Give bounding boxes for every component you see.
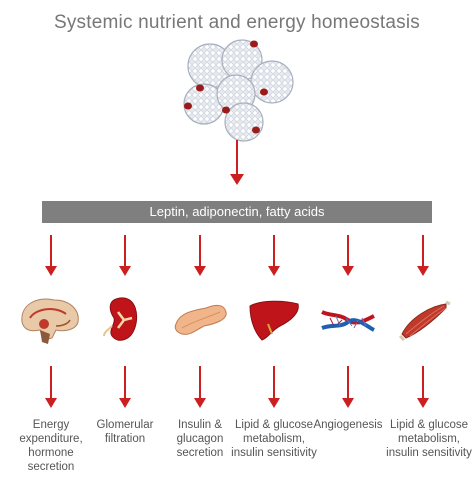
signal-bar: Leptin, adiponectin, fatty acids [42,201,432,223]
liver-icon [249,300,299,341]
kidney-icon [103,297,138,341]
brain-icon [21,298,79,344]
label-brain: Energy expenditure, hormone secretion [19,419,83,473]
label-kidney: Glomerular filtration [96,419,154,445]
pancreas-icon [174,304,227,335]
arrows-row-bottom [45,366,429,408]
label-pancreas: Insulin & glucagon secretion [176,419,224,459]
arrows-row-top [45,235,429,276]
adipocyte-cluster-icon [183,39,294,142]
label-blood-vessels: Angiogenesis [313,419,383,431]
blood-vessels-icon [321,310,375,332]
target-labels: Energy expenditure, hormone secretion Gl… [0,418,474,502]
down-arrow-icon [230,140,244,185]
label-muscle: Lipid & glucose metabolism, insulin sens… [386,419,472,459]
organs-row [21,297,451,344]
label-liver: Lipid & glucose metabolism, insulin sens… [231,419,317,459]
muscle-icon [398,300,451,342]
diagram-title: Systemic nutrient and energy homeostasis [53,12,420,33]
